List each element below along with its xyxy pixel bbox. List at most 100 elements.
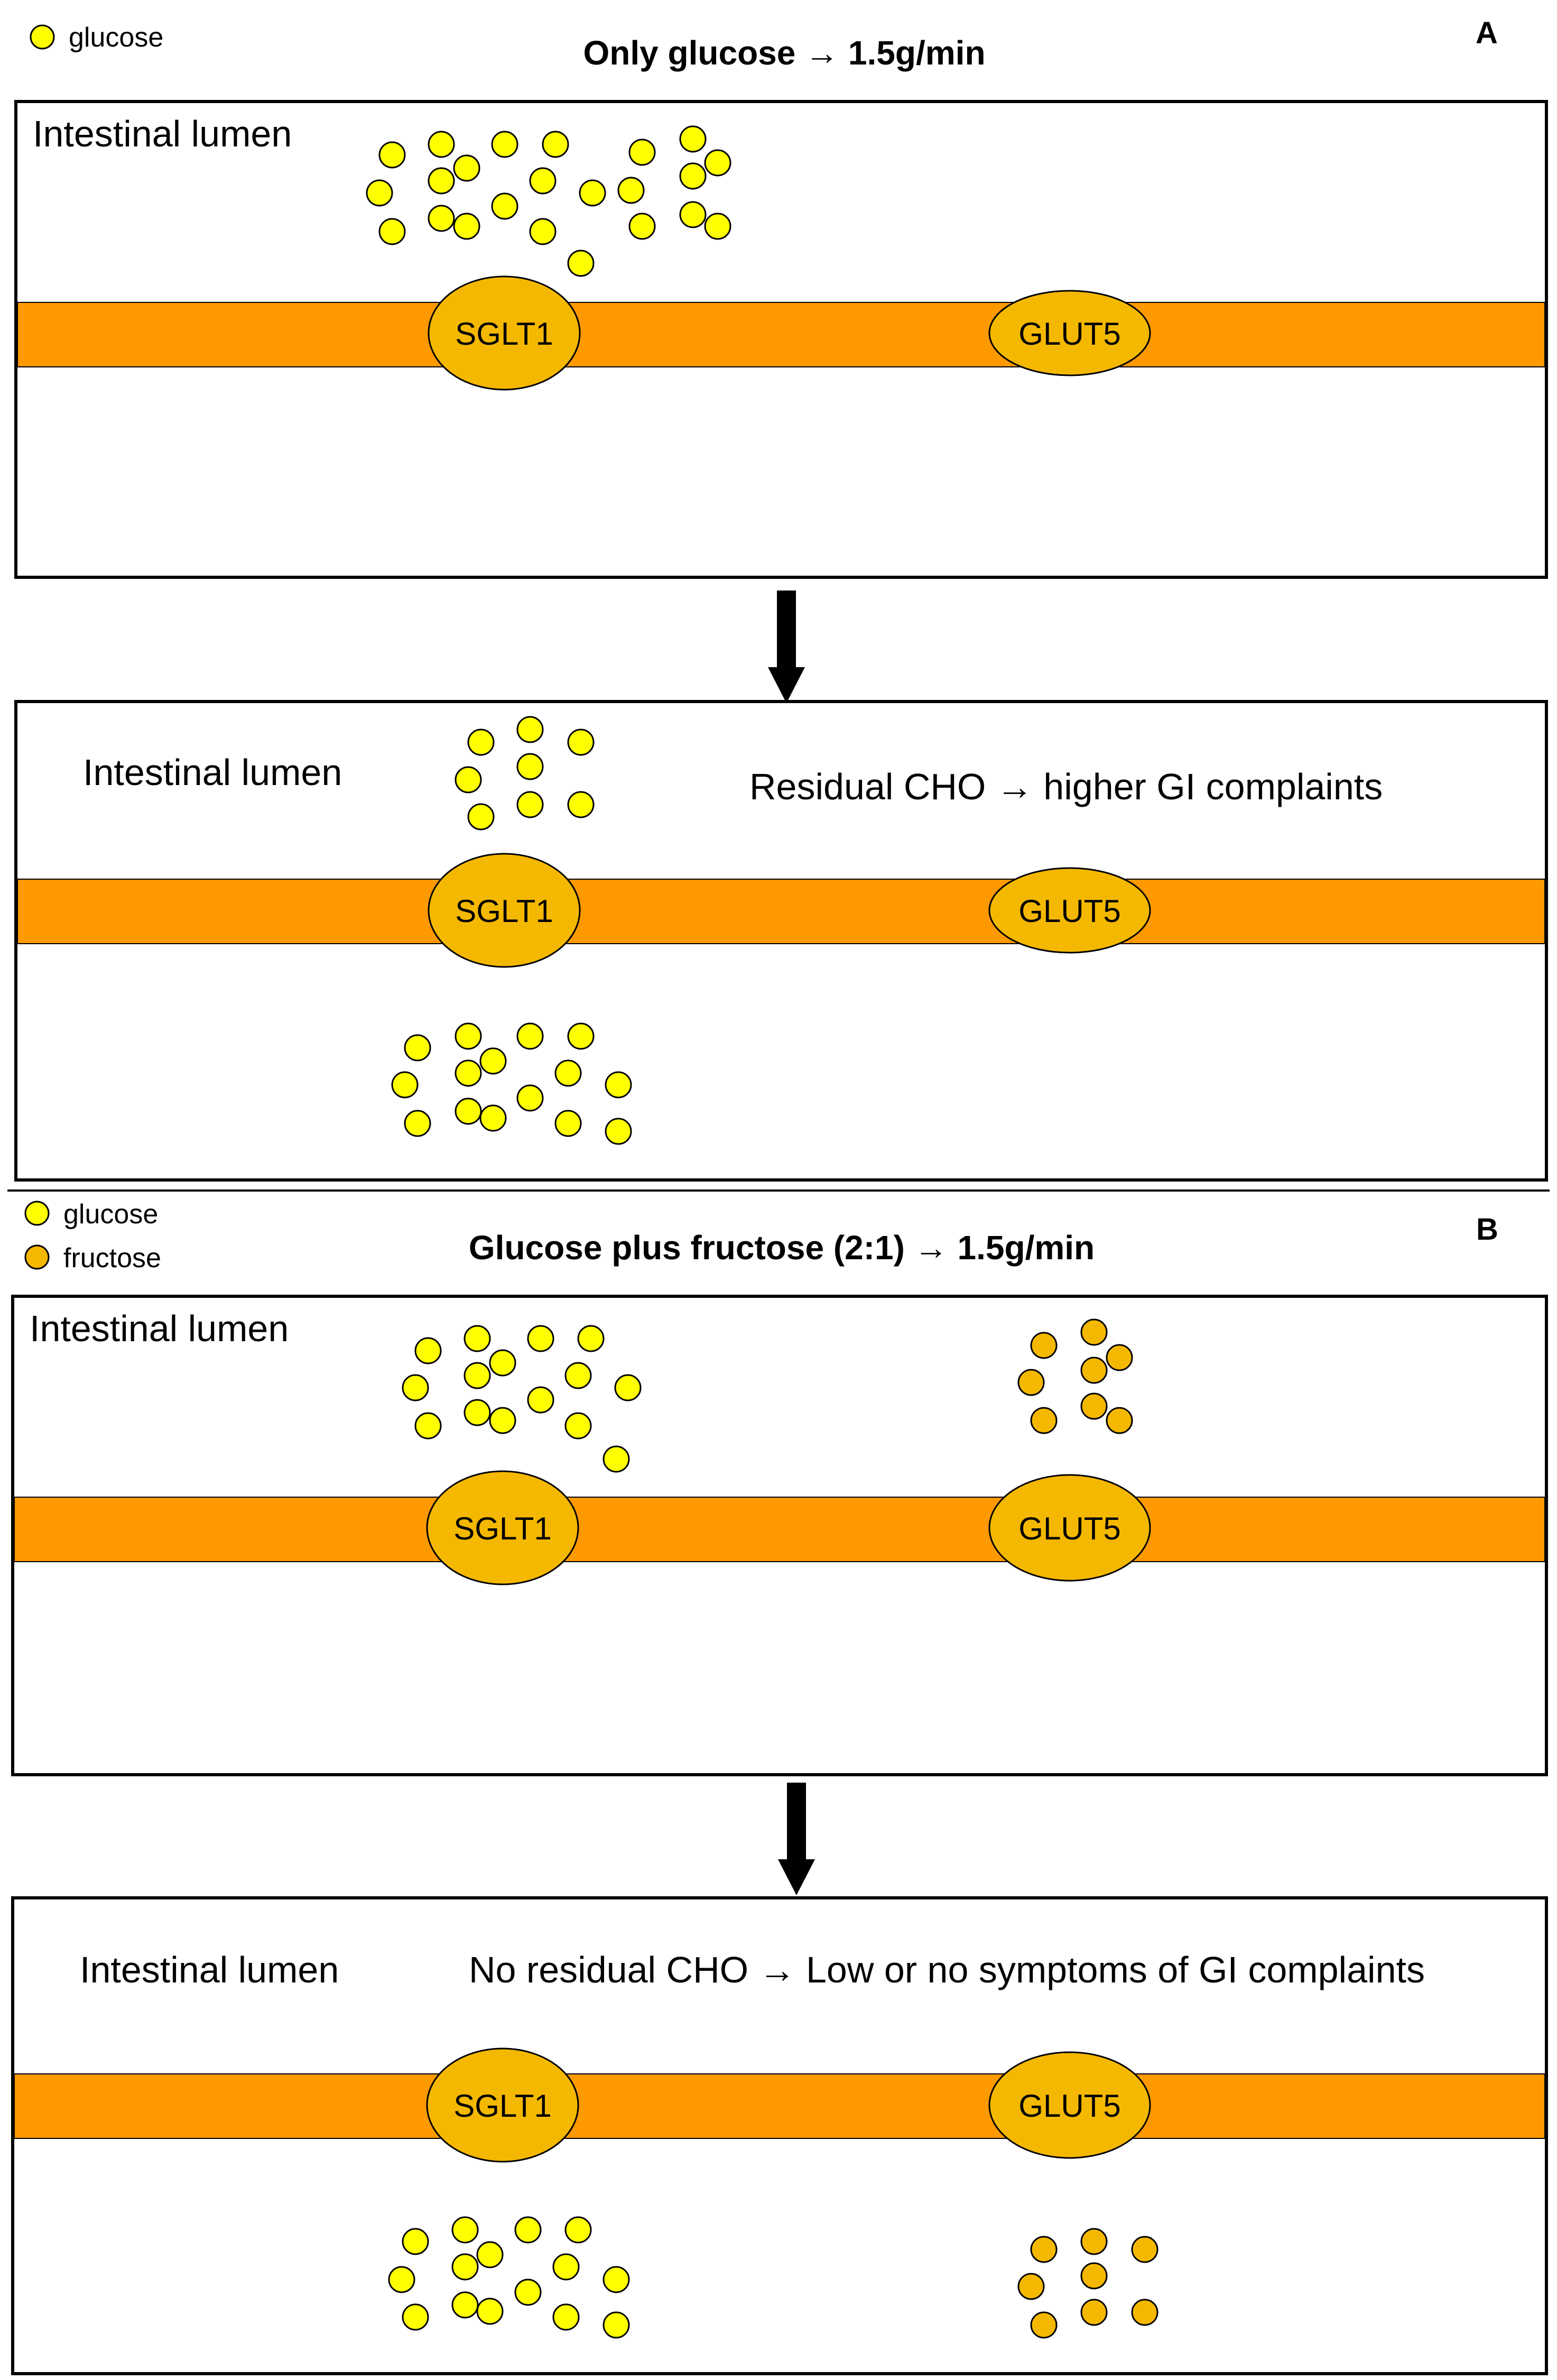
glucose-molecule [567, 1022, 595, 1050]
glucose-molecule [388, 2266, 415, 2293]
glucose-molecule [414, 1337, 442, 1364]
glucose-molecule [529, 167, 557, 195]
legend-glucose-label: glucose [69, 22, 163, 53]
glucose-molecule [564, 1412, 592, 1440]
glucose-molecule [467, 728, 495, 756]
sglt1-label: SGLT1 [453, 2088, 552, 2124]
panel-a-after: Intestinal lumen Residual CHO → higher G… [14, 700, 1548, 1182]
panel-a-legend: glucose [30, 22, 163, 53]
glucose-molecule [391, 1071, 419, 1099]
fructose-molecule [1106, 1344, 1133, 1371]
glucose-molecule [453, 213, 480, 240]
arrow-shaft [777, 591, 796, 670]
glucose-molecule [491, 131, 518, 158]
glucose-molecule [679, 201, 707, 228]
glucose-molecule [567, 250, 595, 277]
glucose-molecule [628, 139, 656, 166]
arrow-shaft [787, 1783, 806, 1862]
glucose-molecule [552, 2303, 580, 2331]
glucose-molecule [476, 2298, 504, 2325]
glucose-molecule [455, 1059, 482, 1087]
glucose-molecule [516, 1084, 544, 1112]
glucose-molecule [516, 791, 544, 818]
glucose-molecule [455, 1022, 482, 1050]
legend-glucose-label: glucose [63, 1199, 158, 1230]
outcome-note: Residual CHO → higher GI complaints [749, 766, 1383, 807]
glucose-molecule [464, 1325, 491, 1352]
fructose-molecule [1080, 1318, 1108, 1346]
absorbed-fructose-molecules [1017, 2228, 1159, 2339]
panel-a-title: Only glucose → 1.5g/min [583, 34, 985, 72]
glut5-label: GLUT5 [1018, 316, 1120, 352]
glucose-molecule [516, 1022, 544, 1050]
glucose-molecule [542, 131, 569, 158]
sglt1-transporter: SGLT1 [428, 853, 581, 968]
panel-a-before: Intestinal lumen SGLT1 GLUT5 [14, 100, 1548, 579]
sglt1-transporter: SGLT1 [426, 1470, 579, 1585]
glucose-molecule [704, 149, 731, 177]
fructose-molecule [1131, 2299, 1159, 2326]
lumen-label: Intestinal lumen [80, 1949, 339, 1990]
fructose-molecule [1017, 1369, 1045, 1396]
panel-b: glucose fructose Glucose plus fructose (… [11, 1199, 1548, 2375]
sglt1-shape [426, 1470, 579, 1585]
glucose-molecule [579, 179, 606, 207]
sglt1-shape [428, 275, 581, 391]
fructose-molecule [1080, 2299, 1108, 2326]
panel-b-after: Intestinal lumen No residual CHO → Low o… [11, 1896, 1548, 2375]
glucose-molecule [567, 791, 595, 818]
residual-glucose-molecules [455, 716, 595, 831]
sglt1-label: SGLT1 [455, 893, 553, 929]
fructose-molecule [1030, 1407, 1058, 1434]
fructose-molecule [1080, 2262, 1108, 2290]
panel-b-title: Glucose plus fructose (2:1) → 1.5g/min [469, 1229, 1095, 1267]
fructose-molecule [1106, 1407, 1133, 1434]
glucose-molecule [614, 1374, 642, 1401]
glucose-molecule [453, 154, 480, 182]
glucose-molecule [428, 205, 455, 232]
glucose-molecules [366, 125, 731, 277]
glucose-molecule [552, 2253, 580, 2281]
glucose-molecule [451, 2216, 479, 2244]
glucose-molecule [605, 1118, 632, 1145]
arrow-head [768, 667, 805, 703]
glucose-molecule [402, 2303, 429, 2331]
glut5-label: GLUT5 [1018, 2088, 1120, 2124]
glucose-molecule [527, 1325, 554, 1352]
fructose-molecule [1080, 2228, 1108, 2255]
glucose-molecules [402, 1325, 642, 1473]
legend-glucose-swatch [24, 1201, 50, 1226]
glucose-molecule [455, 766, 482, 794]
glucose-molecule [564, 1362, 592, 1389]
glut5-label: GLUT5 [1018, 893, 1120, 929]
glucose-molecule [603, 1445, 630, 1473]
glucose-molecule [404, 1110, 431, 1137]
membrane-band [14, 1497, 1545, 1562]
glucose-molecule [366, 179, 393, 207]
sglt1-transporter: SGLT1 [426, 2047, 579, 2163]
glucose-molecule [617, 177, 645, 204]
glut5-shape [988, 867, 1151, 954]
glucose-molecule [603, 2311, 630, 2339]
glucose-molecule [516, 716, 544, 743]
glucose-molecule [527, 1386, 554, 1414]
glucose-molecule [414, 1412, 442, 1440]
glucose-molecule [514, 2216, 542, 2244]
glucose-molecule [704, 213, 731, 240]
glucose-molecule [516, 753, 544, 780]
glucose-molecule [564, 2216, 592, 2244]
glucose-molecule [679, 162, 707, 190]
membrane-band [17, 879, 1545, 944]
glucose-molecule [467, 803, 495, 831]
glucose-molecule [529, 218, 557, 245]
glut5-transporter: GLUT5 [988, 1474, 1151, 1582]
arrow-head [778, 1859, 815, 1895]
sglt1-label: SGLT1 [455, 316, 553, 352]
glucose-molecule [514, 2278, 542, 2306]
glut5-transporter: GLUT5 [988, 290, 1151, 376]
membrane-band [17, 302, 1545, 367]
glucose-molecule [489, 1407, 516, 1434]
glut5-transporter: GLUT5 [988, 2051, 1151, 2159]
glucose-molecule [679, 125, 707, 153]
